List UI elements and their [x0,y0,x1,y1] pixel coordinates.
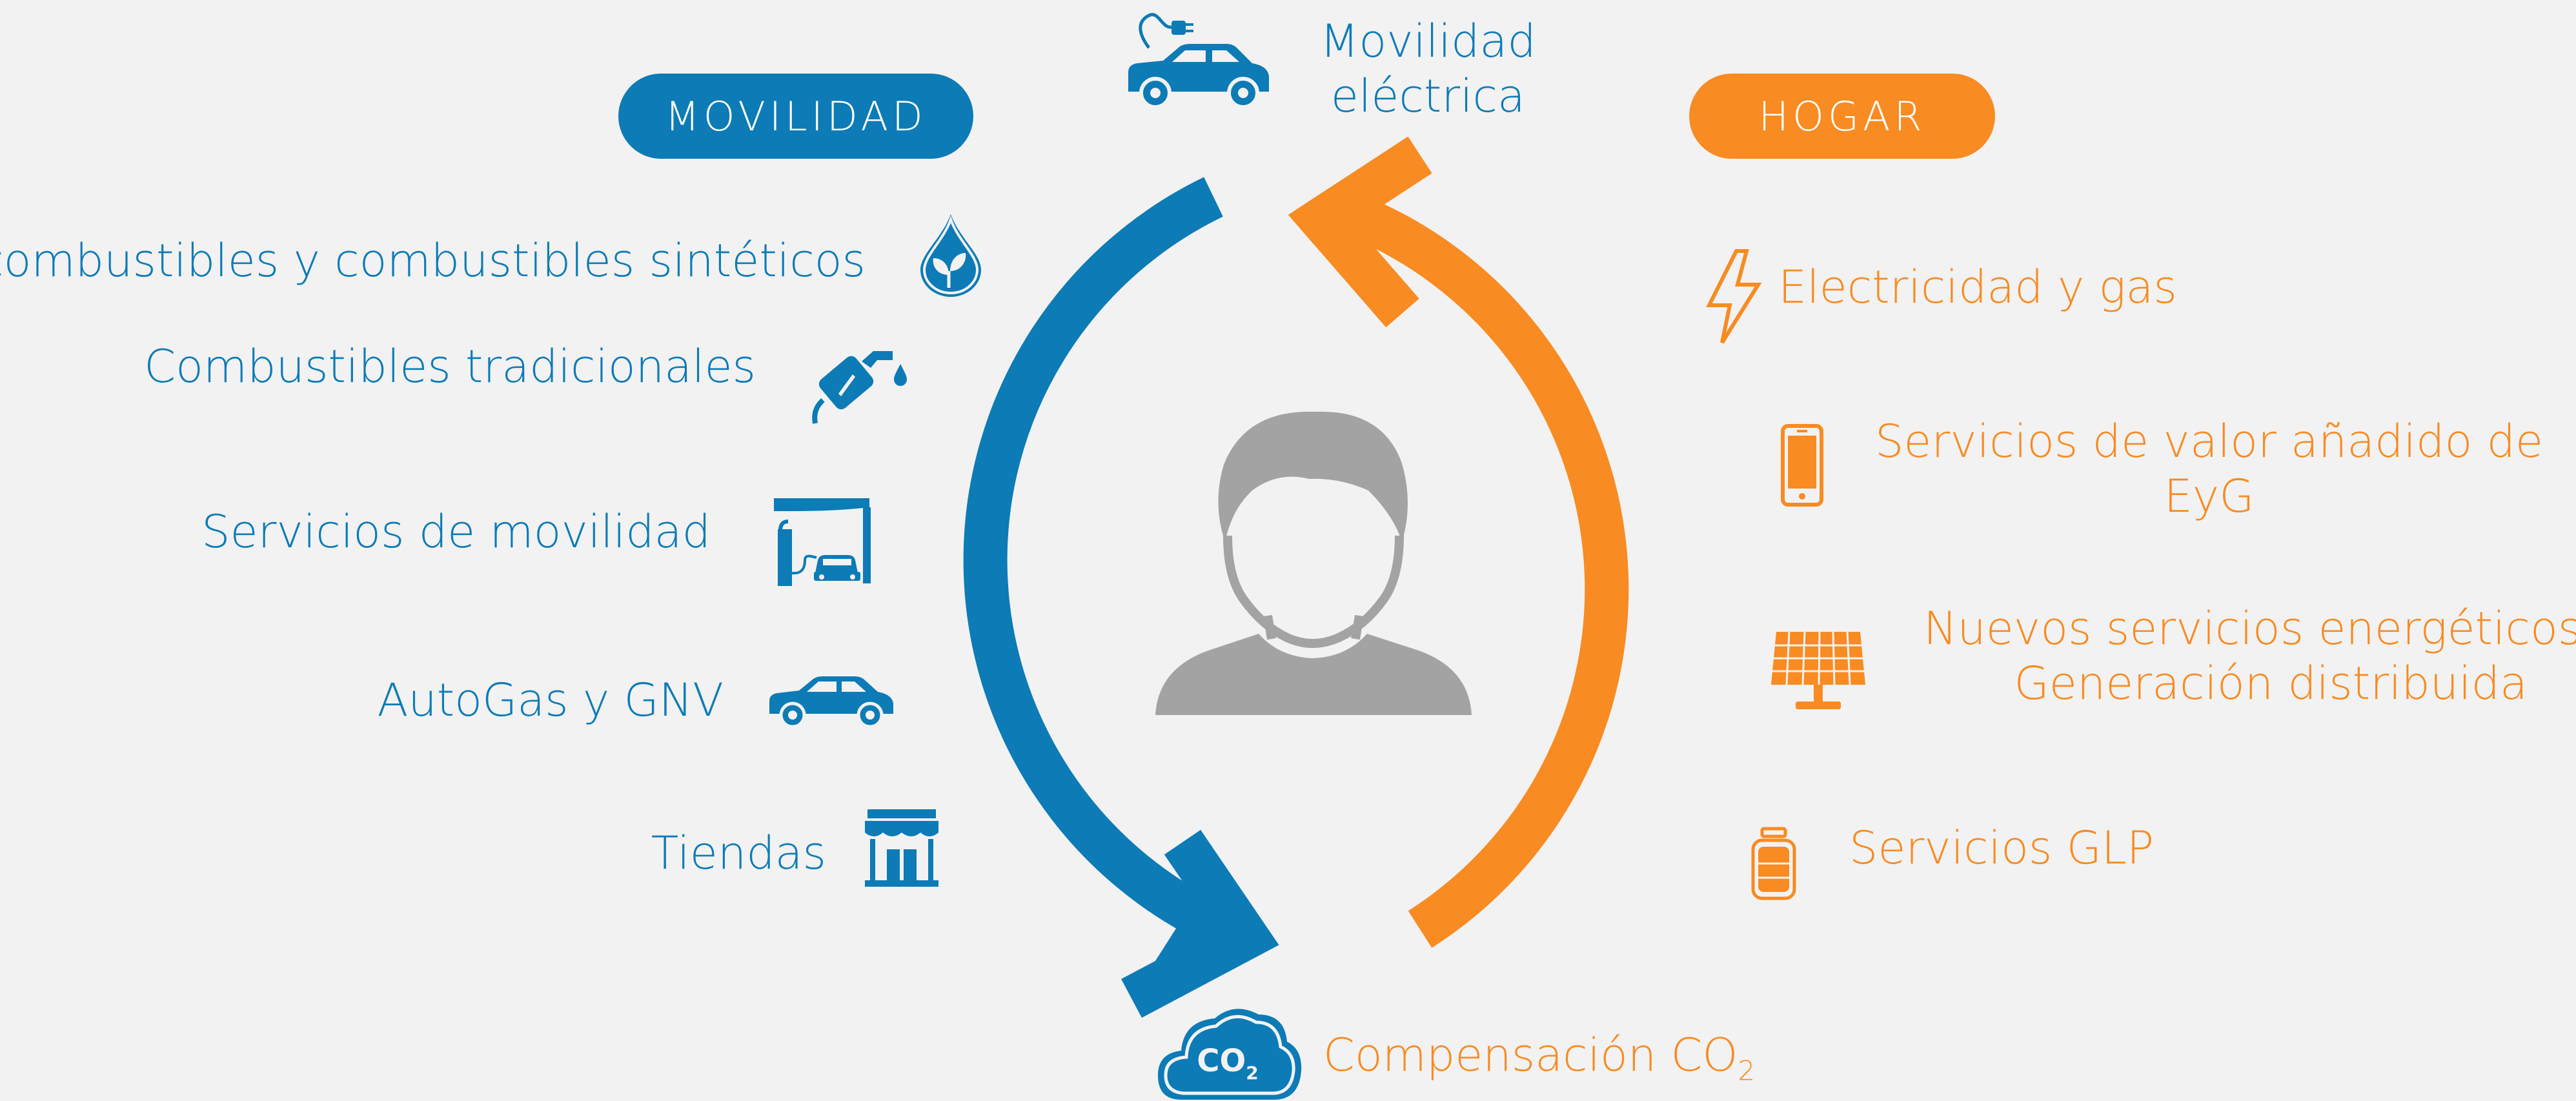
hogar-item-electricidad: Electricidad y gas [1778,260,2177,315]
hogar-pill: HOGAR [1689,74,1995,159]
hogar-item-line1: Nuevos servicios energéticos – [1923,602,2576,655]
compensacion-sub: 2 [1738,1055,1756,1087]
hogar-item-line1: Servicios de valor añadido de [1875,415,2544,468]
compensacion-label: Compensación CO2 [1323,1028,1755,1087]
movilidad-item-label: Combustibles tradicionales [144,340,756,393]
movilidad-item-biocombustibles: Biocombustibles y combustibles sintético… [0,234,866,288]
hogar-item-label: Servicios GLP [1849,822,2155,874]
co2-cloud-icon: CO2 [1158,1009,1302,1100]
electric-car-icon [1128,13,1269,109]
hogar-item-valor-anadido: Servicios de valor añadido de EyG [1875,414,2543,525]
movilidad-item-label: Biocombustibles y combustibles sintético… [0,234,866,287]
smartphone-icon [1781,424,1823,507]
movilidad-pill-label: MOVILIDAD [665,92,927,140]
gas-cylinder-icon [1751,827,1796,900]
person-icon [1155,411,1472,715]
hogar-arc-arrow [1288,136,1629,948]
top-label: Movilidad eléctrica [1320,14,1536,125]
movilidad-item-label: AutoGas y GNV [377,674,724,727]
store-icon [865,809,938,887]
movilidad-item-autogas: AutoGas y GNV [377,673,724,728]
lightning-icon [1706,249,1762,344]
hogar-item-nuevos-servicios: Nuevos servicios energéticos – Generació… [1923,601,2576,712]
leaf-drop-icon [920,214,981,297]
movilidad-item-tiendas: Tiendas [651,826,826,881]
movilidad-item-label: Servicios de movilidad [201,505,711,558]
movilidad-pill: MOVILIDAD [618,74,973,159]
hogar-item-glp: Servicios GLP [1849,821,2154,876]
movilidad-arc-arrow [963,177,1279,1018]
car-icon [769,676,893,727]
compensacion-text: Compensación CO [1323,1029,1738,1082]
charging-station-icon [774,498,871,586]
fuel-nozzle-icon [812,351,907,424]
hogar-pill-label: HOGAR [1758,92,1926,140]
movilidad-item-combustibles: Combustibles tradicionales [144,339,756,394]
hogar-item-label: Electricidad y gas [1778,261,2177,314]
top-label-line2: eléctrica [1330,70,1525,123]
co2-badge-text: CO2 [1197,1043,1259,1084]
top-label-line1: Movilidad [1320,15,1536,68]
solar-panel-icon [1771,631,1865,709]
hogar-item-line2: EyG [2164,470,2255,523]
movilidad-item-label: Tiendas [651,827,826,880]
hogar-item-line2: Generación distribuida [2014,657,2528,711]
movilidad-item-servicios: Servicios de movilidad [201,505,711,560]
co2-badge-main: CO [1197,1043,1246,1079]
co2-badge-sub: 2 [1246,1062,1258,1084]
